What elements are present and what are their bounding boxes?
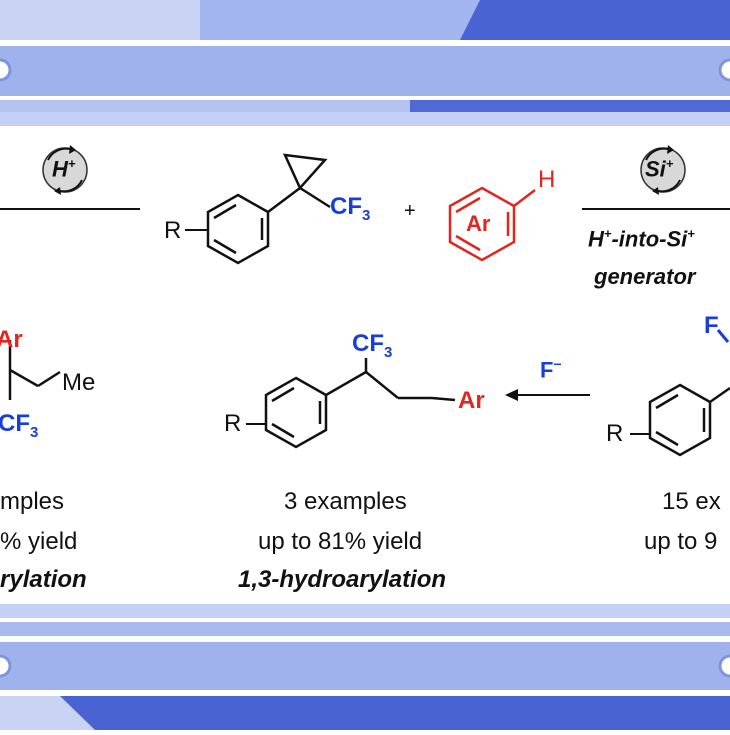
fluoride-arrowhead xyxy=(505,389,518,401)
center-yield: up to 81% yield xyxy=(258,528,423,555)
bottom-banner xyxy=(0,604,730,730)
left-examples: mples xyxy=(0,488,65,515)
bottom-band-gap xyxy=(0,636,730,642)
arene-label: Ar xyxy=(466,211,491,236)
top-right-rivet xyxy=(718,58,730,82)
bottom-right-rivet xyxy=(718,654,730,678)
center-reaction-name: 1,3-hydroarylation xyxy=(238,566,447,593)
bottom-band-line xyxy=(0,618,730,622)
generator-line2: generator xyxy=(594,264,696,289)
right-product xyxy=(648,383,730,457)
left-product xyxy=(8,340,61,400)
right-yield: up to 9 xyxy=(644,528,718,555)
bottom-band-main xyxy=(0,642,730,690)
proton-label: H+ xyxy=(52,156,76,182)
top-band-dark-wedge xyxy=(450,0,730,40)
plus-sign: + xyxy=(404,200,416,222)
bottom-band-stripe xyxy=(0,622,730,636)
left-product-me: Me xyxy=(62,369,96,396)
bottom-band-line2 xyxy=(0,690,730,696)
right-blue-bond xyxy=(716,329,730,343)
top-band-stripe xyxy=(0,46,730,96)
center-product-ar: Ar xyxy=(458,387,485,414)
top-left-rivet xyxy=(0,58,12,82)
reactant-cf3: CF3 xyxy=(330,193,371,224)
top-band-lower-dark xyxy=(400,100,730,112)
left-product-cf3: CF3 xyxy=(0,410,39,441)
top-band-gap xyxy=(0,40,730,46)
arene-ring xyxy=(448,186,536,262)
top-band-lower-light xyxy=(0,100,410,112)
bottom-banner-graphic xyxy=(0,604,730,730)
silylium-catalyst-icon xyxy=(640,145,686,195)
center-product-r: R xyxy=(224,410,242,437)
top-banner xyxy=(0,0,730,128)
left-product-ar: Ar xyxy=(0,326,23,353)
right-product-r: R xyxy=(606,420,624,447)
left-yield: % yield xyxy=(0,528,78,555)
bottom-band-top xyxy=(0,604,730,618)
bottom-left-rivet xyxy=(0,654,12,678)
arene-hydrogen: H xyxy=(538,166,556,193)
bottom-band-dark xyxy=(0,696,730,730)
right-examples: 15 ex xyxy=(662,488,721,515)
aryl-cyclopropane xyxy=(206,153,331,265)
center-product xyxy=(264,358,456,449)
proton-catalyst-icon xyxy=(42,145,88,195)
top-band-mid-wedge xyxy=(200,0,480,40)
top-banner-graphic xyxy=(0,0,730,126)
center-examples: 3 examples xyxy=(284,488,407,515)
silylium-label: Si+ xyxy=(645,156,674,182)
center-product-cf3: CF3 xyxy=(352,330,393,361)
left-reaction-name: rylation xyxy=(0,566,87,593)
reactant-r: R xyxy=(164,217,182,244)
top-band-bottom xyxy=(0,112,730,126)
generator-line1: H+-into-Si+ xyxy=(588,226,695,252)
fluoride-label: F− xyxy=(540,356,562,383)
top-band-line xyxy=(0,96,730,100)
bottom-band-pale-wedge xyxy=(0,696,95,730)
right-product-f: F xyxy=(704,312,719,339)
